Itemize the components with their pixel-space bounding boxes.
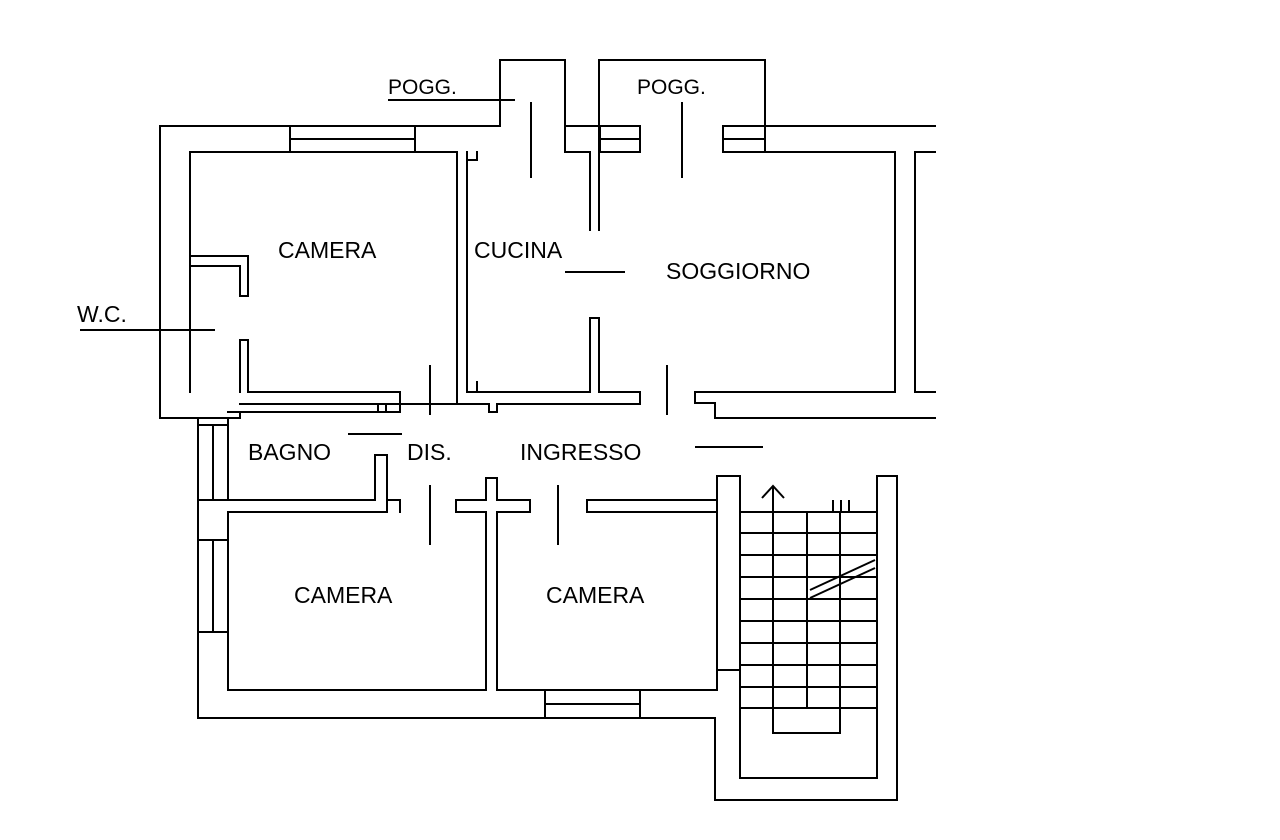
label-wc: W.C. [77, 301, 127, 327]
label-camera-bottom-right: CAMERA [546, 582, 645, 608]
windows [197, 125, 766, 719]
label-bagno: BAGNO [248, 439, 331, 465]
label-pogg-left: POGG. [388, 76, 457, 99]
label-ingresso: INGRESSO [520, 439, 641, 465]
label-camera-top: CAMERA [278, 237, 377, 263]
balcony-left [388, 59, 591, 231]
label-camera-bottom-left: CAMERA [294, 582, 393, 608]
interior-walls [80, 151, 763, 691]
label-soggiorno: SOGGIORNO [666, 258, 810, 284]
label-dis: DIS. [407, 439, 452, 465]
staircase [740, 484, 877, 734]
label-pogg-right: POGG. [637, 76, 706, 99]
label-cucina: CUCINA [474, 237, 563, 263]
